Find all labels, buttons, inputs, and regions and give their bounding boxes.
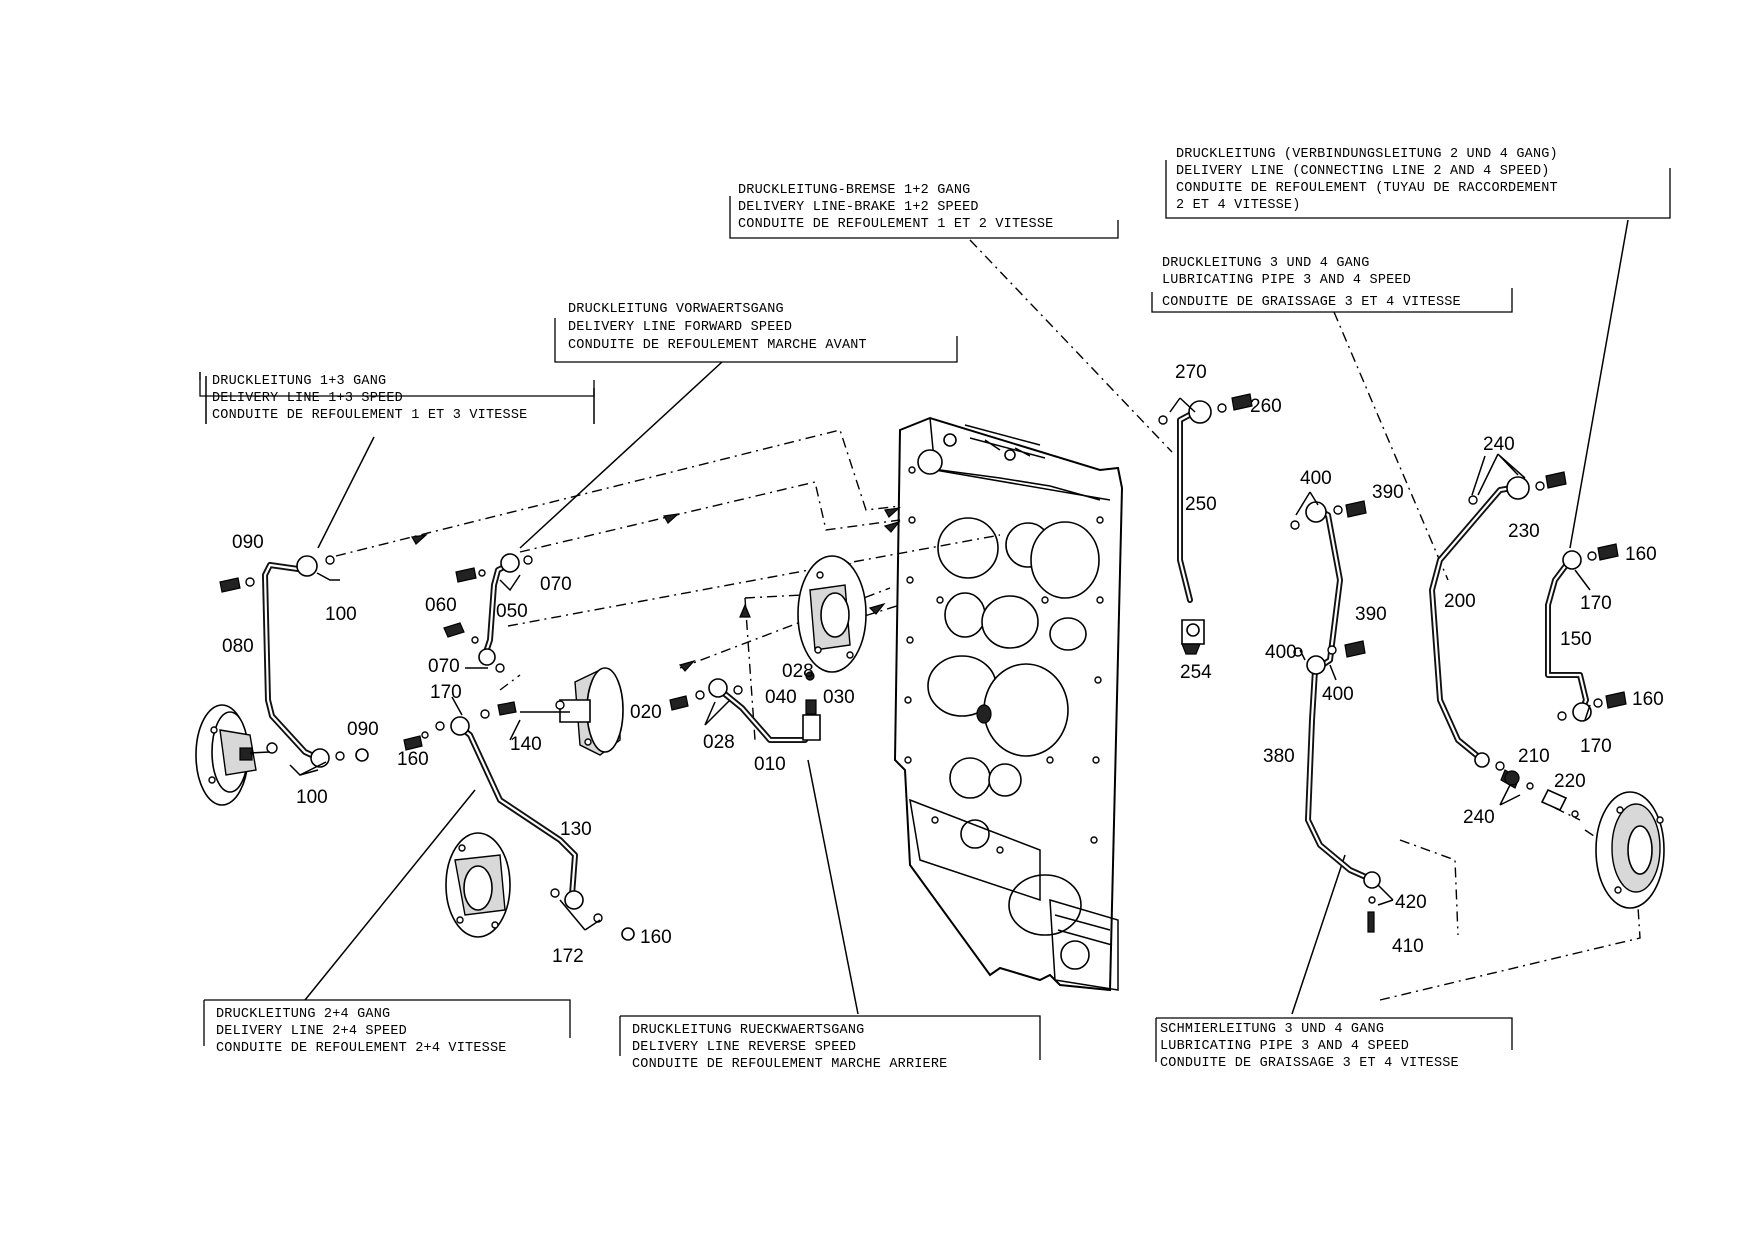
pipe-380-assembly (1290, 491, 1381, 933)
caption-brake-line3: CONDUITE DE REFOULEMENT 1 ET 2 VITESSE (738, 217, 1053, 232)
label-160-right-bottom: 160 (1632, 689, 1664, 710)
caption-reverse-line1: DRUCKLEITUNG RUECKWAERTSGANG (632, 1023, 864, 1038)
label-060: 060 (425, 595, 457, 616)
pipe-150-assembly (1545, 543, 1627, 722)
caption-2-4-line3: CONDUITE DE REFOULEMENT 2+4 VITESSE (216, 1041, 507, 1056)
label-070-top: 070 (540, 574, 572, 595)
label-130: 130 (560, 819, 592, 840)
label-140: 140 (510, 734, 542, 755)
caption-forward-line3: CONDUITE DE REFOULEMENT MARCHE AVANT (568, 338, 867, 353)
label-400-mid: 400 (1265, 642, 1297, 663)
flange-upper-center (797, 555, 867, 673)
label-050: 050 (496, 601, 528, 622)
caption-delivery-1-3-line3: CONDUITE DE REFOULEMENT 1 ET 3 VITESSE (212, 408, 527, 423)
caption-forward-line1: DRUCKLEITUNG VORWAERTSGANG (568, 302, 784, 317)
caption-delivery-1-3-line1: DRUCKLEITUNG 1+3 GANG (212, 374, 386, 389)
caption-connecting-line4: 2 ET 4 VITESSE) (1176, 198, 1301, 213)
caption-delivery-reverse: DRUCKLEITUNG RUECKWAERTSGANG DELIVERY LI… (619, 1015, 1041, 1072)
caption-reverse-line3: CONDUITE DE REFOULEMENT MARCHE ARRIERE (632, 1057, 947, 1072)
label-090-top: 090 (232, 532, 264, 553)
label-250: 250 (1185, 494, 1217, 515)
label-210: 210 (1518, 746, 1550, 767)
caption-lubricating-3-4-bottom: SCHMIERLEITUNG 3 UND 4 GANG LUBRICATING … (1155, 1017, 1513, 1071)
fitting-210-220 (1504, 770, 1579, 818)
caption-delivery-2-4: DRUCKLEITUNG 2+4 GANG DELIVERY LINE 2+4 … (203, 999, 571, 1056)
label-240-bottom: 240 (1463, 807, 1495, 828)
pipe-080-assembly (219, 555, 369, 776)
caption-brake-line1: DRUCKLEITUNG-BREMSE 1+2 GANG (738, 183, 970, 198)
label-220: 220 (1554, 771, 1586, 792)
label-172: 172 (552, 946, 584, 967)
flange-left (195, 704, 271, 806)
caption-reverse-line2: DELIVERY LINE REVERSE SPEED (632, 1040, 856, 1055)
pipe-250-assembly (1158, 393, 1253, 655)
caption-lub-top-line1: DRUCKLEITUNG 3 UND 4 GANG (1162, 256, 1370, 271)
caption-connecting-line2: DELIVERY LINE (CONNECTING LINE 2 AND 4 S… (1176, 164, 1550, 179)
part-number-labels: 090 100 080 100 090 060 050 070 070 170 … (222, 362, 1664, 967)
label-160-bottom: 160 (640, 927, 672, 948)
caption-lub-bottom-line3: CONDUITE DE GRAISSAGE 3 ET 4 VITESSE (1160, 1056, 1459, 1071)
label-040: 040 (765, 687, 797, 708)
label-390-top: 390 (1372, 482, 1404, 503)
label-400-bottom: 400 (1322, 684, 1354, 705)
caption-2-4-line1: DRUCKLEITUNG 2+4 GANG (216, 1007, 390, 1022)
label-010: 010 (754, 754, 786, 775)
label-160-left: 160 (397, 749, 429, 770)
label-028-bottom: 028 (703, 732, 735, 753)
label-090-bottom: 090 (347, 719, 379, 740)
caption-brake-line2: DELIVERY LINE-BRAKE 1+2 SPEED (738, 200, 979, 215)
label-100-bottom: 100 (296, 787, 328, 808)
caption-delivery-1-3-line2: DELIVERY LINE 1+3 SPEED (212, 391, 403, 406)
caption-lub-bottom-line1: SCHMIERLEITUNG 3 UND 4 GANG (1160, 1022, 1384, 1037)
caption-delivery-1-3: DRUCKLEITUNG 1+3 GANG DELIVERY LINE 1+3 … (199, 372, 595, 424)
label-420: 420 (1395, 892, 1427, 913)
label-020: 020 (630, 702, 662, 723)
flange-right (1595, 791, 1665, 909)
label-170-left: 170 (430, 682, 462, 703)
caption-forward-line2: DELIVERY LINE FORWARD SPEED (568, 320, 792, 335)
flange-bottom-left (445, 832, 511, 938)
caption-lub-top-line3: CONDUITE DE GRAISSAGE 3 ET 4 VITESSE (1162, 295, 1461, 310)
label-390-mid: 390 (1355, 604, 1387, 625)
label-410: 410 (1392, 936, 1424, 957)
label-170-right-bottom: 170 (1580, 736, 1612, 757)
caption-lubricating-3-4-top: DRUCKLEITUNG 3 UND 4 GANG LUBRICATING PI… (1151, 256, 1513, 313)
label-240-top: 240 (1483, 434, 1515, 455)
label-260: 260 (1250, 396, 1282, 417)
label-028-top: 028 (782, 661, 814, 682)
label-leader-ticks (1377, 455, 1591, 906)
caption-lub-bottom-line2: LUBRICATING PIPE 3 AND 4 SPEED (1160, 1039, 1409, 1054)
caption-lub-top-line2: LUBRICATING PIPE 3 AND 4 SPEED (1162, 273, 1411, 288)
label-380: 380 (1263, 746, 1295, 767)
pipe-050-assembly (443, 553, 533, 673)
label-030: 030 (823, 687, 855, 708)
pipe-130-assembly (403, 696, 635, 941)
label-100-top: 100 (325, 604, 357, 625)
label-254: 254 (1180, 662, 1212, 683)
caption-delivery-2-4-connecting: DRUCKLEITUNG (VERBINDUNGSLEITUNG 2 UND 4… (1165, 147, 1671, 219)
label-200: 200 (1444, 591, 1476, 612)
label-160-right-top: 160 (1625, 544, 1657, 565)
pipe-010-assembly (669, 671, 821, 743)
transmission-housing (893, 416, 1124, 992)
label-080: 080 (222, 636, 254, 657)
housing-bolt-holes (904, 466, 1104, 854)
label-170-right-top: 170 (1580, 593, 1612, 614)
caption-delivery-brake: DRUCKLEITUNG-BREMSE 1+2 GANG DELIVERY LI… (729, 183, 1119, 239)
label-270: 270 (1175, 362, 1207, 383)
caption-leader-lines (304, 219, 1629, 1015)
valve-140-assembly (480, 667, 624, 756)
caption-2-4-line2: DELIVERY LINE 2+4 SPEED (216, 1024, 407, 1039)
label-230: 230 (1508, 521, 1540, 542)
caption-connecting-line1: DRUCKLEITUNG (VERBINDUNGSLEITUNG 2 UND 4… (1176, 147, 1558, 162)
label-150: 150 (1560, 629, 1592, 650)
caption-delivery-forward: DRUCKLEITUNG VORWAERTSGANG DELIVERY LINE… (554, 302, 958, 363)
label-070-bottom: 070 (428, 656, 460, 677)
label-400-top: 400 (1300, 468, 1332, 489)
caption-connecting-line3: CONDUITE DE REFOULEMENT (TUYAU DE RACCOR… (1176, 181, 1558, 196)
